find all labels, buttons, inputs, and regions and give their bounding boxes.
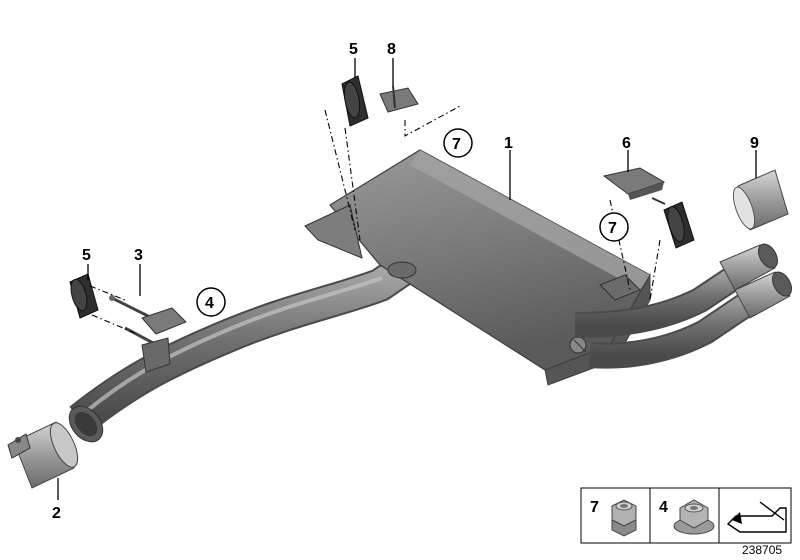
callout-3: 3 bbox=[134, 247, 143, 264]
callout-7-top: 7 bbox=[452, 136, 461, 153]
callout-7-right: 7 bbox=[608, 220, 617, 237]
parts-legend: 7 4 bbox=[580, 487, 792, 544]
callout-7-top-circle bbox=[443, 128, 473, 158]
rubber-mount-right bbox=[663, 201, 695, 249]
bracket-top bbox=[379, 85, 419, 113]
legend-label-4: 4 bbox=[659, 499, 668, 516]
callout-8: 8 bbox=[387, 41, 396, 58]
callout-6: 6 bbox=[622, 135, 631, 152]
bracket-left bbox=[141, 307, 187, 373]
legend-label-7: 7 bbox=[590, 499, 599, 516]
callout-2: 2 bbox=[52, 505, 61, 522]
assembly-lines bbox=[89, 105, 661, 334]
tail-pipes bbox=[574, 243, 792, 369]
rear-silencer bbox=[304, 149, 651, 386]
bracket-right bbox=[602, 167, 666, 205]
diagram-number: 238705 bbox=[742, 543, 782, 557]
callout-7-right-circle bbox=[599, 212, 629, 242]
callout-4-circle bbox=[196, 287, 226, 317]
clamp-sleeve bbox=[7, 421, 79, 489]
callout-4: 4 bbox=[205, 295, 214, 312]
rubber-mount-left bbox=[69, 273, 99, 319]
leader-lines bbox=[57, 58, 757, 500]
front-pipe bbox=[68, 253, 415, 443]
tail-tip bbox=[732, 169, 789, 231]
rubber-mount-top bbox=[341, 75, 369, 127]
callout-5-left: 5 bbox=[82, 247, 91, 264]
callout-9: 9 bbox=[750, 135, 759, 152]
flange-nut-icon bbox=[673, 499, 715, 535]
callout-1: 1 bbox=[504, 135, 513, 152]
arrow-shield-icon bbox=[726, 501, 787, 533]
callout-5-top: 5 bbox=[349, 41, 358, 58]
hex-nut-icon bbox=[611, 499, 637, 537]
